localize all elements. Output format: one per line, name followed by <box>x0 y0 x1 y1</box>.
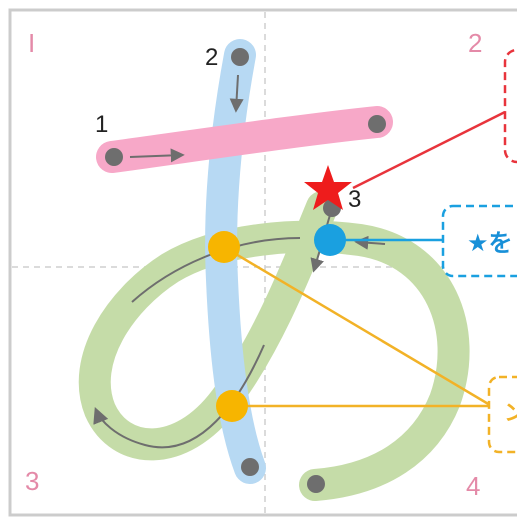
stroke-3-number: 3 <box>348 186 361 213</box>
stroke-1-number: 1 <box>95 111 108 138</box>
stroke-1-direction-arrow <box>129 148 185 163</box>
yellow-callout-text: ン <box>504 401 517 426</box>
stroke-3-direction-arrow-loop <box>93 344 265 449</box>
stroke-3-direction-arrow-left <box>354 235 386 250</box>
stroke-1-end-dot <box>368 115 386 133</box>
stroke-1-band <box>96 106 393 173</box>
yellow-callout-leader-upper <box>223 245 491 407</box>
quadrant-number-1: I <box>28 28 35 58</box>
blue-callout-text: ★を <box>467 229 513 257</box>
stroke-2-start-dot <box>231 48 249 66</box>
stroke-2-number: 2 <box>205 44 218 71</box>
yellow-marker-upper <box>208 231 240 263</box>
yellow-marker-lower <box>216 390 248 422</box>
yellow-callout-box <box>487 375 517 454</box>
stroke-3-guide-curve <box>131 237 301 303</box>
quadrant-number-2: 2 <box>468 28 482 58</box>
stroke-3-end-dot <box>307 475 325 493</box>
blue-marker <box>314 224 346 256</box>
quadrant-number-4: 4 <box>466 471 480 501</box>
stroke-1-start-dot <box>105 148 123 166</box>
star-marker <box>304 165 352 210</box>
red-callout-box <box>503 48 517 164</box>
blue-callout-box <box>441 204 517 278</box>
stroke-2-end-dot <box>241 458 259 476</box>
red-callout-leader <box>352 110 506 190</box>
quadrant-number-3: 3 <box>25 466 39 496</box>
stroke-2-direction-arrow <box>229 74 244 113</box>
